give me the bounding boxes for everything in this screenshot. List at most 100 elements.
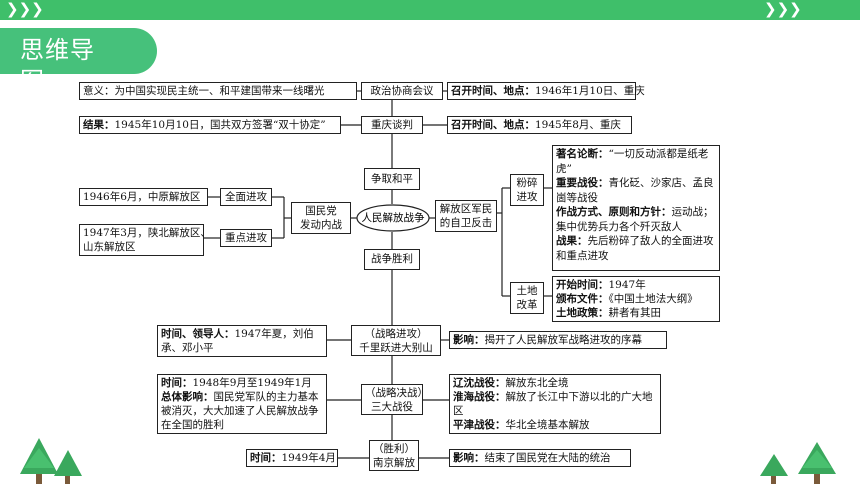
crush-offensive-node: 粉碎进攻 bbox=[510, 174, 544, 206]
dabie-impact-box: 影响：揭开了人民解放军战略进攻的序幕 bbox=[449, 331, 667, 349]
crush-detail-box: 著名论断：“一切反动派都是纸老虎” 重要战役：青化砭、沙家店、孟良崮等战役 作战… bbox=[552, 145, 720, 271]
dabie-leader-key: 时间、领导人： bbox=[161, 328, 235, 340]
three-impact-key: 总体影响： bbox=[161, 391, 214, 403]
chongqing-time-key: 召开时间、地点： bbox=[451, 119, 535, 131]
defense-line-1: 解放区军民 bbox=[439, 203, 493, 215]
dabie-impact-value: 揭开了人民解放军战略进攻的序幕 bbox=[484, 334, 643, 346]
liaoshen-key: 辽沈战役： bbox=[453, 377, 506, 389]
cppcc-significance-box: 意义：为中国实现民主统一、和平建国带来一线曙光 bbox=[79, 82, 357, 100]
land-start-key: 开始时间： bbox=[556, 279, 609, 291]
crush-line-2: 进攻 bbox=[516, 191, 538, 203]
thesis-value: “一切反动派都是纸老虎” bbox=[556, 148, 709, 175]
dabie-line-1: （战略进攻） bbox=[364, 328, 428, 340]
dabie-node: （战略进攻） 千里跃进大别山 bbox=[351, 325, 441, 356]
cppcc-label: 政治协商会议 bbox=[370, 85, 434, 97]
key-offensive-detail-1: 1947年3月，陕北解放区、 bbox=[83, 227, 211, 239]
huaihai-key: 淮海战役： bbox=[453, 391, 506, 403]
chongqing-time-box: 召开时间、地点：1945年8月、重庆 bbox=[447, 116, 632, 134]
cppcc-time-key: 召开时间、地点： bbox=[451, 85, 535, 97]
crush-line-1: 粉碎 bbox=[516, 177, 538, 189]
land-policy-value: 耕者有其田 bbox=[608, 307, 662, 319]
war-node bbox=[356, 204, 430, 232]
tree-icon bbox=[54, 450, 82, 484]
key-offensive-label: 重点进攻 bbox=[225, 232, 267, 244]
three-battles-node: （战略决战） 三大战役 bbox=[361, 384, 428, 415]
nanjing-time-key: 时间： bbox=[250, 452, 282, 464]
chongqing-node: 重庆谈判 bbox=[361, 116, 423, 134]
chongqing-time-value: 1945年8月、重庆 bbox=[535, 119, 621, 131]
three-line-1: （战略决战） bbox=[365, 387, 428, 399]
method-key: 作战方式、原则和方针： bbox=[556, 206, 672, 218]
cppcc-time-value: 1946年1月10日、重庆 bbox=[535, 85, 645, 97]
nanjing-impact-key: 影响： bbox=[453, 452, 485, 464]
dabie-impact-key: 影响： bbox=[453, 334, 485, 346]
nanjing-impact-value: 结束了国民党在大陆的统治 bbox=[484, 452, 611, 464]
dabie-leader-value: 1947年夏，刘伯承、邓小平 bbox=[161, 328, 314, 354]
full-offensive-detail: 1946年6月，中原解放区 bbox=[83, 191, 201, 203]
defense-line-2: 的自卫反击 bbox=[439, 217, 493, 229]
key-offensive-node: 重点进攻 bbox=[220, 229, 272, 247]
nanjing-line-2: 南京解放 bbox=[373, 457, 415, 469]
three-time-key: 时间： bbox=[161, 377, 193, 389]
nanjing-impact-box: 影响：结束了国民党在大陆的统治 bbox=[449, 449, 631, 467]
kmt-line-1: 国民党 bbox=[305, 205, 337, 217]
tree-icon bbox=[20, 438, 58, 484]
pingjin-value: 华北全境基本解放 bbox=[505, 419, 590, 431]
liaoshen-value: 解放东北全境 bbox=[505, 377, 569, 389]
victory-label: 战争胜利 bbox=[371, 253, 413, 265]
chongqing-result-key: 结果： bbox=[83, 119, 115, 131]
land-doc-key: 颁布文件： bbox=[556, 293, 609, 305]
land-policy-key: 土地政策： bbox=[556, 307, 609, 319]
nanjing-time-box: 时间：1949年4月 bbox=[246, 449, 338, 467]
thesis-key: 著名论断： bbox=[556, 148, 609, 160]
strive-peace-label: 争取和平 bbox=[371, 173, 413, 185]
three-time-value: 1948年9月至1949年1月 bbox=[192, 377, 312, 389]
battles-key: 重要战役： bbox=[556, 177, 609, 189]
dabie-leader-box: 时间、领导人：1947年夏，刘伯承、邓小平 bbox=[157, 325, 327, 357]
key-offensive-detail-2: 山东解放区 bbox=[83, 241, 136, 253]
cppcc-significance-text: 意义：为中国实现民主统一、和平建国带来一线曙光 bbox=[83, 85, 325, 97]
kmt-line-2: 发动内战 bbox=[300, 219, 342, 231]
page-title: 思维导图 bbox=[20, 36, 95, 95]
result-value: 先后粉碎了敌人的全面进攻和重点进攻 bbox=[556, 235, 714, 262]
tree-icon bbox=[760, 454, 788, 484]
pingjin-key: 平津战役： bbox=[453, 419, 506, 431]
cppcc-time-box: 召开时间、地点：1946年1月10日、重庆 bbox=[447, 82, 645, 100]
huaihai-value: 解放了长江中下游以北的广大地区 bbox=[453, 391, 653, 417]
chongqing-label: 重庆谈判 bbox=[371, 119, 413, 131]
result-key: 战果： bbox=[556, 235, 588, 247]
chongqing-result-box: 结果：1945年10月10日，国共双方签署“双十协定” bbox=[79, 116, 341, 134]
war-label: 人民解放战争 bbox=[361, 212, 425, 224]
chevron-decoration-icon: ❯❯❯ bbox=[764, 0, 802, 18]
three-battles-summary-box: 时间：1948年9月至1949年1月 总体影响：国民党军队的主力基本被消灭，大大… bbox=[157, 374, 327, 434]
top-banner bbox=[0, 0, 860, 20]
land-start-value: 1947年 bbox=[608, 279, 646, 291]
kmt-civil-war-node: 国民党发动内战 bbox=[291, 202, 351, 234]
land-reform-node: 土地改革 bbox=[510, 282, 544, 314]
full-offensive-node: 全面进攻 bbox=[220, 188, 272, 206]
strive-peace-node: 争取和平 bbox=[364, 168, 420, 190]
nanjing-node: （胜利） 南京解放 bbox=[369, 440, 419, 471]
chongqing-result-value: 1945年10月10日，国共双方签署“双十协定” bbox=[114, 119, 326, 131]
nanjing-time-value: 1949年4月 bbox=[281, 452, 336, 464]
battles-value: 青化砭、沙家店、孟良崮等战役 bbox=[556, 177, 714, 204]
three-battles-detail-box: 辽沈战役：解放东北全境 淮海战役：解放了长江中下游以北的广大地区 平津战役：华北… bbox=[449, 374, 661, 434]
self-defense-node: 解放区军民的自卫反击 bbox=[435, 200, 497, 232]
land-doc-value: 《中国土地法大纲》 bbox=[608, 293, 698, 305]
land-detail-box: 开始时间：1947年 颁布文件：《中国土地法大纲》 土地政策：耕者有其田 bbox=[552, 276, 720, 322]
three-line-2: 三大战役 bbox=[371, 401, 413, 413]
method-value: 运动战；集中优势兵力各个歼灭敌人 bbox=[556, 206, 714, 233]
chevron-decoration-icon: ❯❯❯ bbox=[6, 0, 44, 18]
title-banner bbox=[0, 28, 157, 74]
key-offensive-detail-box: 1947年3月，陕北解放区、山东解放区 bbox=[79, 224, 211, 256]
full-offensive-label: 全面进攻 bbox=[225, 191, 267, 203]
dabie-line-2: 千里跃进大别山 bbox=[359, 342, 433, 354]
full-offensive-detail-box: 1946年6月，中原解放区 bbox=[79, 188, 208, 206]
cppcc-node: 政治协商会议 bbox=[361, 82, 443, 100]
land-line-2: 改革 bbox=[516, 299, 538, 311]
land-line-1: 土地 bbox=[516, 285, 538, 297]
nanjing-line-1: （胜利） bbox=[373, 443, 415, 455]
three-impact-value: 国民党军队的主力基本被消灭，大大加速了人民解放战争在全国的胜利 bbox=[161, 391, 319, 431]
victory-node: 战争胜利 bbox=[364, 249, 420, 270]
